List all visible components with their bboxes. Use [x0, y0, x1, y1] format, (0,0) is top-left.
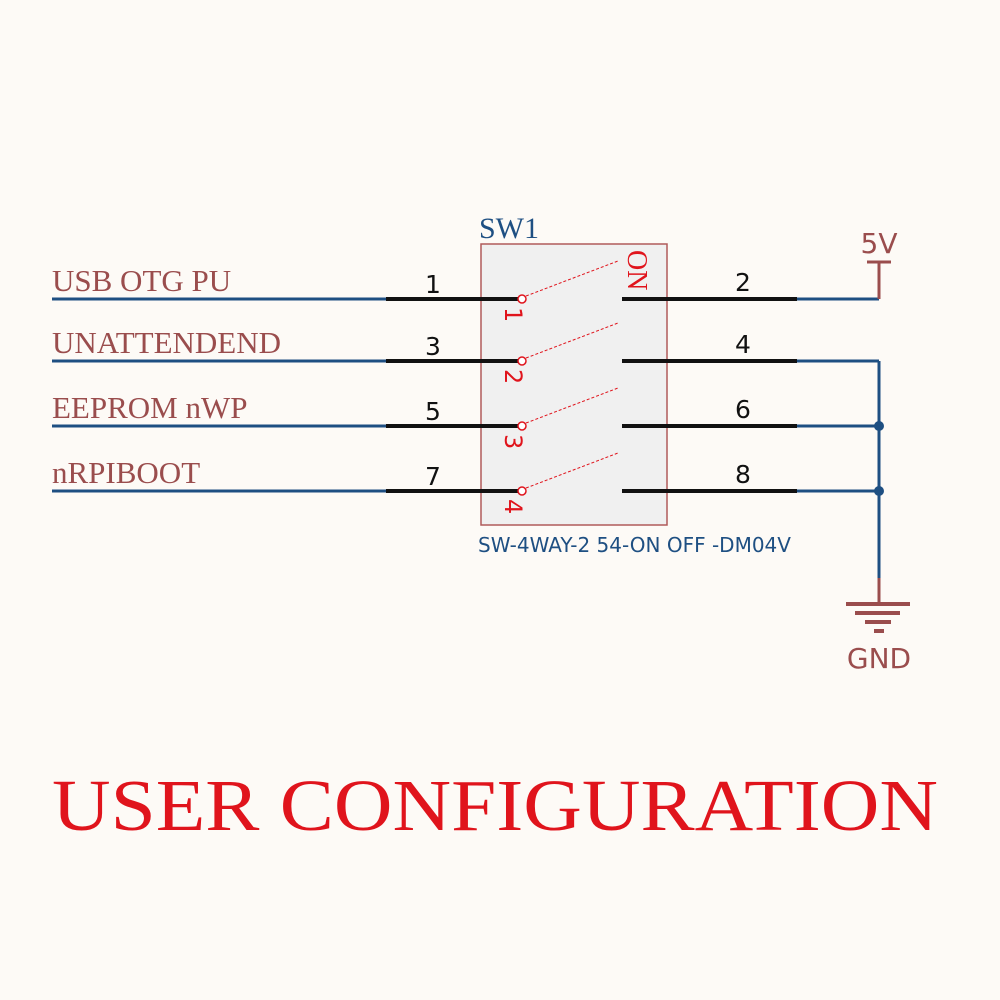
switch-contact [517, 356, 527, 366]
pin-number: 7 [425, 462, 441, 491]
switch-contact [517, 421, 527, 431]
net-label: UNATTENDEND [52, 325, 281, 360]
switch-lever [525, 322, 619, 359]
switch-number: 3 [499, 434, 527, 449]
switch-contact [517, 294, 527, 304]
pin-number: 2 [735, 268, 751, 297]
ground-symbol: GND [846, 578, 911, 675]
pin-number: 4 [735, 330, 751, 359]
switch-number: 1 [499, 307, 527, 322]
switch-number: 4 [499, 499, 527, 514]
switch-lever [525, 387, 619, 424]
switch-body [480, 243, 668, 526]
switch-contact [517, 486, 527, 496]
net-label: EEPROM nWP [52, 390, 248, 425]
gnd-label: GND [847, 642, 911, 675]
junction-dot [874, 486, 884, 496]
page-title: USER CONFIGURATION [52, 765, 938, 846]
pin-number: 1 [425, 270, 441, 299]
vcc-label: 5V [861, 227, 898, 260]
component-ref: SW1 [479, 212, 539, 245]
switch-lever [525, 452, 619, 489]
pin-number: 8 [735, 460, 751, 489]
part-number: SW-4WAY-2 54-ON OFF -DM04V [478, 533, 791, 557]
net-label: nRPIBOOT [52, 455, 200, 490]
pin-number: 5 [425, 397, 441, 426]
pin-number: 6 [735, 395, 751, 424]
junction-dot [874, 421, 884, 431]
on-label: ON [621, 250, 652, 290]
net-label: USB OTG PU [52, 263, 231, 298]
switch-lever [525, 260, 619, 297]
pin-number: 3 [425, 332, 441, 361]
switch-number: 2 [499, 369, 527, 384]
power-5v-symbol: 5V [861, 227, 898, 299]
